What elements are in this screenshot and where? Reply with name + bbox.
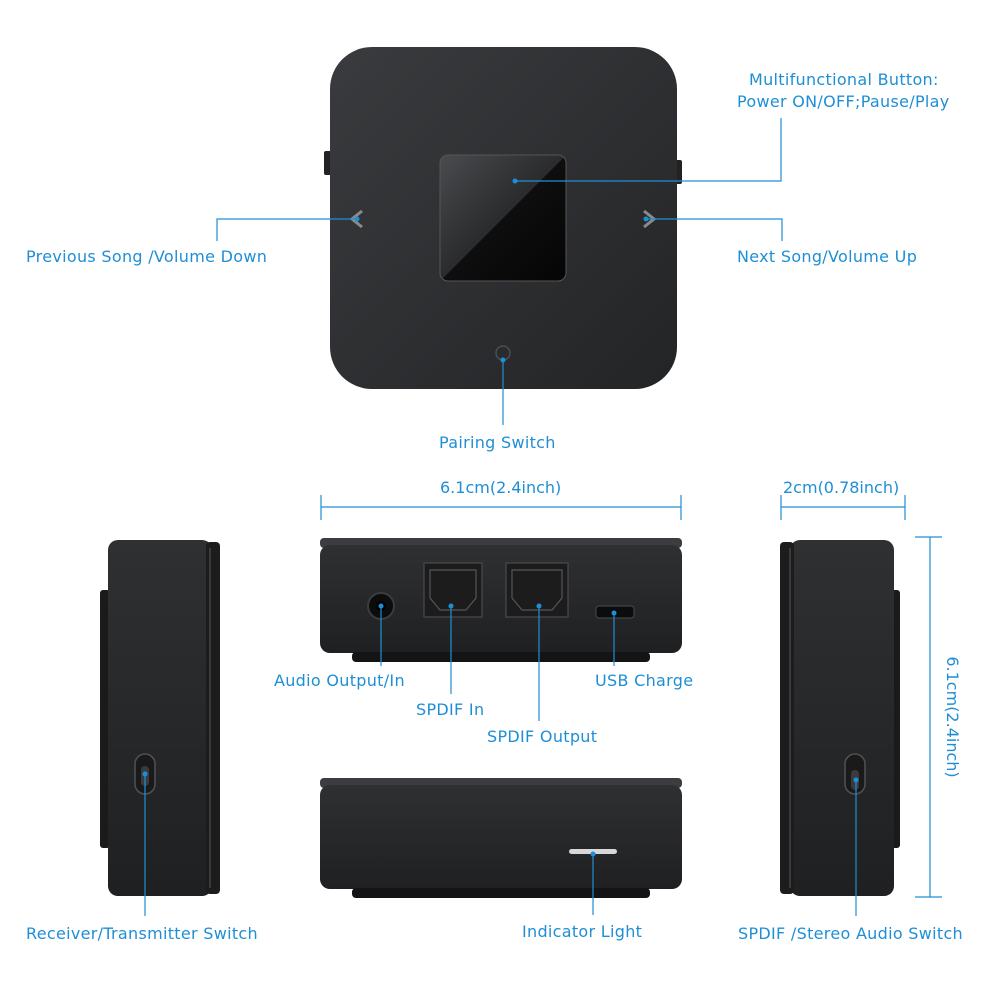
next-song-label: Next Song/Volume Up [737,247,918,266]
spdif-out-port [505,562,569,618]
usb-charge-label: USB Charge [595,671,694,690]
top-view-device [324,47,682,389]
height-dimension-line [915,536,942,898]
left-side-device [100,540,220,896]
left-side-body [108,540,212,896]
pairing-switch-label: Pairing Switch [439,433,556,452]
depth-dimension-label: 2cm(0.78inch) [783,478,900,497]
rear-view-body [320,545,682,653]
spdif-stereo-switch-label: SPDIF /Stereo Audio Switch [738,924,964,943]
multifunction-button [439,154,567,282]
rx-tx-switch-label: Receiver/Transmitter Switch [26,924,258,943]
depth-dimension-line [780,495,906,520]
rear-callout-lines [380,606,615,721]
multifunction-label-line1: Multifunctional Button: [749,70,939,89]
front-view-device [320,778,682,898]
width-dimension-line [320,495,682,520]
spdif-output-label: SPDIF Output [487,727,598,746]
right-side-device [780,540,900,896]
right-side-body [790,540,894,896]
width-dimension-label: 6.1cm(2.4inch) [440,478,562,497]
multifunction-label-line2: Power ON/OFF;Pause/Play [737,92,950,111]
spdif-in-port [423,562,483,618]
spdif-in-label: SPDIF In [416,700,485,719]
audio-output-label: Audio Output/In [274,671,405,690]
front-view-body [320,785,682,889]
indicator-light-label: Indicator Light [522,922,643,941]
rear-view-device [320,538,682,662]
top-callout-lines [216,118,783,425]
height-dimension-label: 6.1cm(2.4inch) [943,656,962,778]
previous-song-label: Previous Song /Volume Down [26,247,268,266]
